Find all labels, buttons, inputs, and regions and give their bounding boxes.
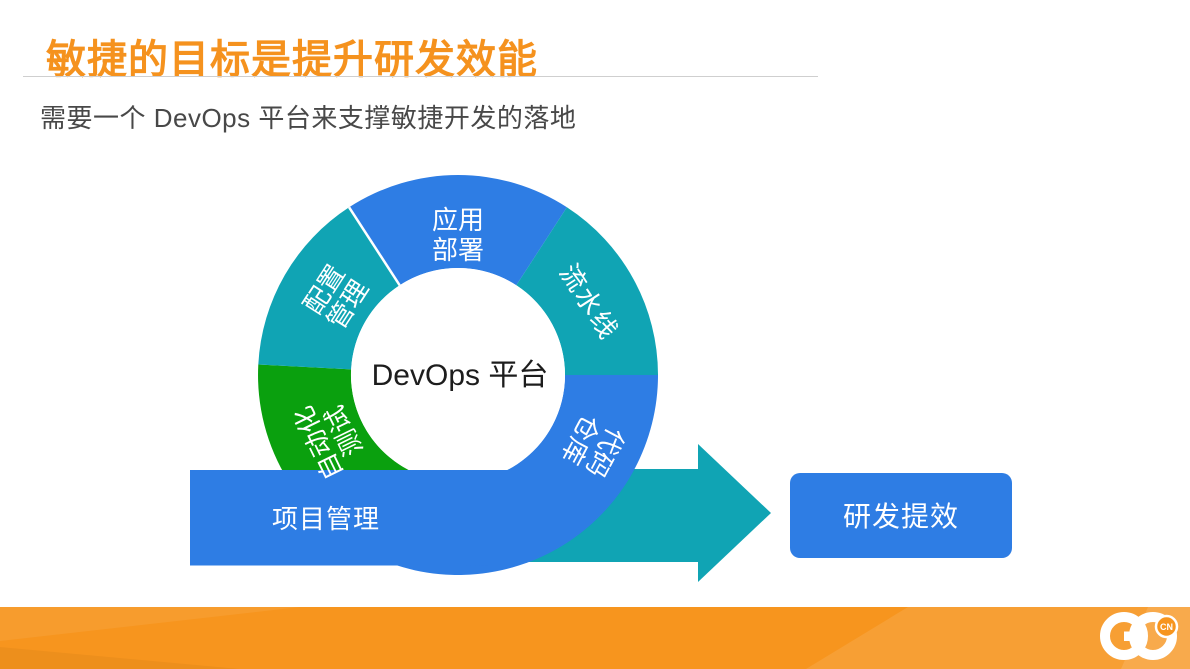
logo-cn-text: CN (1160, 622, 1173, 632)
footer-band: CN (0, 607, 1190, 669)
segment-label-line: 应用 (432, 205, 484, 235)
band-label: 项目管理 (272, 504, 380, 534)
segment-label-line: 部署 (432, 235, 484, 265)
donut-segment-config-mgmt (258, 207, 400, 370)
segment-label-app-deploy: 应用 部署 (432, 205, 484, 265)
logo-cn-badge (1154, 614, 1179, 639)
cycle-separator-line (348, 206, 401, 286)
donut-segment-app-deploy (349, 175, 567, 286)
donut-center (351, 268, 565, 482)
center-label: DevOps 平台 (372, 359, 549, 392)
result-label: 研发提效 (843, 501, 959, 532)
donut-segment-pipeline (516, 207, 658, 375)
result-box (790, 473, 1012, 558)
page-title: 敏捷的目标是提升研发效能 (46, 38, 538, 82)
page-subtitle: 需要一个 DevOps 平台来支撑敏捷开发的落地 (40, 103, 577, 133)
title-divider (23, 76, 818, 77)
flow-arrow-head (698, 444, 771, 582)
project-band (190, 470, 634, 566)
gocn-logo: CN (1100, 612, 1179, 660)
